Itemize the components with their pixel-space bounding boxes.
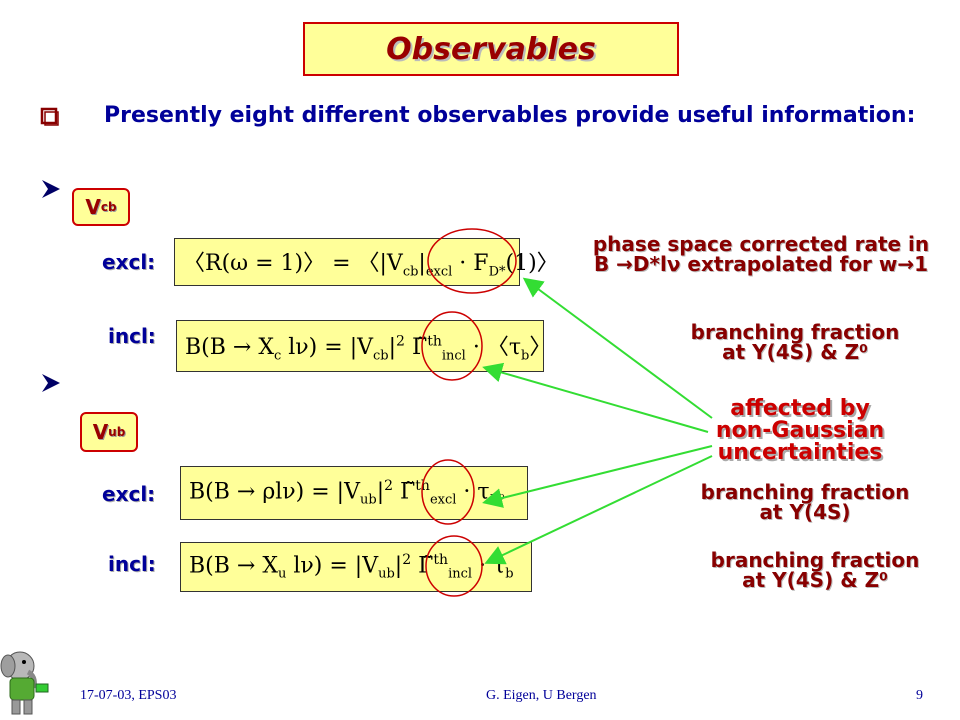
checkbox-bullet-icon [40,107,59,126]
vub-excl-description: branching fraction at Υ(4S) [700,480,910,524]
vcb-excl-highlight [427,228,517,294]
vub-excl-highlight [421,459,475,525]
vub-incl-label: incl: [108,552,156,576]
title-box: Observables [303,22,679,76]
arrow-to-vub-incl [484,455,713,565]
arrow-to-vcb-incl [482,362,709,433]
mascot-elephant-icon [0,651,49,715]
footer-date-conf: 17-07-03, EPS03 [80,688,177,703]
vub-excl-label: excl: [102,482,156,506]
vcb-excl-label: excl: [102,250,156,274]
page-title: Observables [386,31,596,67]
footer-page-number: 9 [916,688,923,703]
vcb-incl-label: incl: [108,324,156,348]
vcb-excl-equation: 〈R(ω = 1)〉 = 〈|Vcb|excl · FD*(1)〉 [174,238,559,286]
arrow-bullet-icon [42,374,60,392]
vcb-incl-description: branching fraction at Υ(4S) & Z⁰ [690,320,900,364]
footer-authors: G. Eigen, U Bergen [486,688,597,703]
arrow-bullet-icon [42,180,60,198]
intro-text: Presently eight different observables pr… [104,103,916,128]
arrow-to-vcb-excl [522,277,713,419]
arrow-to-vub-excl [482,445,713,508]
affected-note: affected by non-Gaussian uncertainties [715,396,885,465]
vub-incl-highlight [425,535,483,597]
vub-incl-description: branching fraction at Υ(4S) & Z⁰ [710,548,920,592]
vcb-incl-highlight [421,311,483,381]
vub-incl-equation: B(B → Xu lν) = |Vub|2 Γ̃thincl · τb [180,542,532,592]
vcb-excl-description: phase space corrected rate in B →D*lν ex… [592,232,930,276]
